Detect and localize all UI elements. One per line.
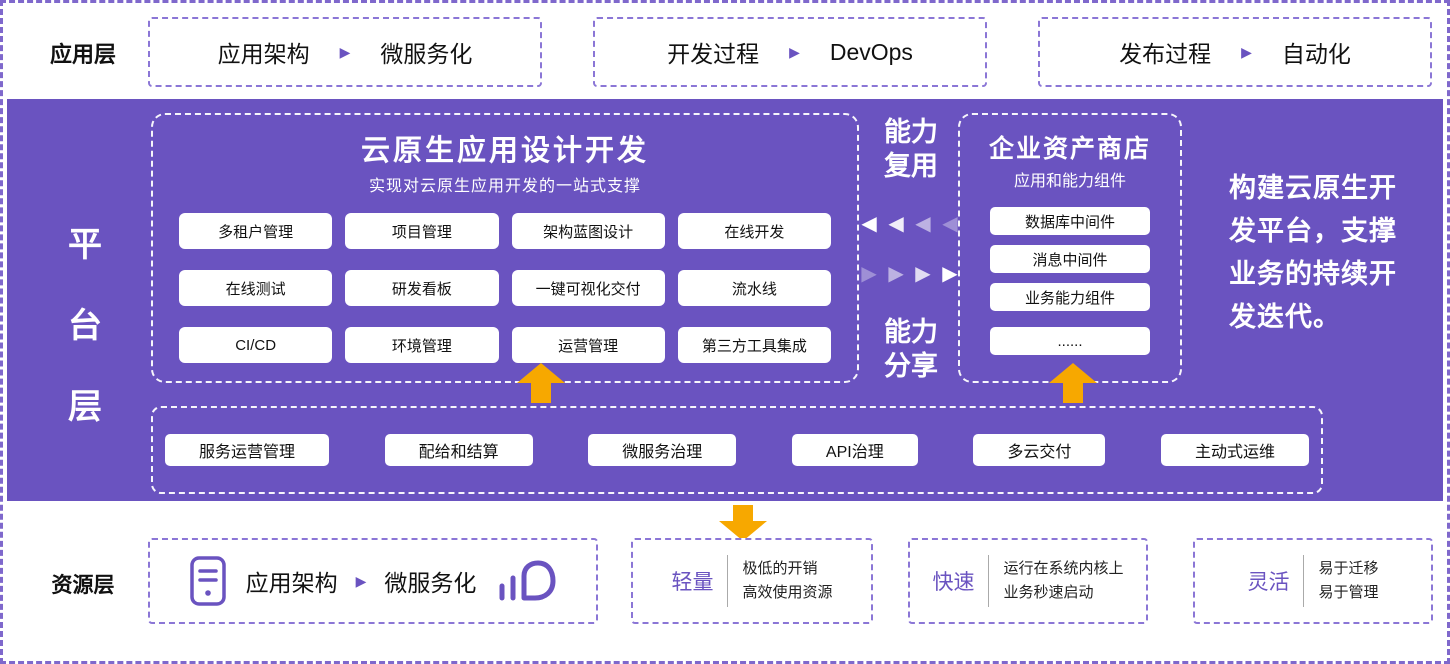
left-arrow-icon: ◀ bbox=[942, 212, 961, 235]
document-icon bbox=[189, 556, 226, 606]
app-box-right-text: DevOps bbox=[829, 38, 913, 65]
capability-cell: 环境管理 bbox=[345, 327, 499, 363]
right-arrow-icon: ▶ bbox=[861, 263, 880, 286]
asset-store-panel: 企业资产商店 应用和能力组件 数据库中间件 消息中间件 业务能力组件 .....… bbox=[958, 113, 1182, 383]
feature-text: 极低的开销 高效使用资源 bbox=[742, 557, 832, 605]
feature-keyword: 轻量 bbox=[671, 571, 714, 594]
platform-services-panel: 服务运营管理 配给和结算 微服务治理 API治理 多云交付 主动式运维 bbox=[151, 406, 1323, 494]
design-dev-panel: 云原生应用设计开发 实现对云原生应用开发的一站式支撑 多租户管理 项目管理 架构… bbox=[151, 113, 859, 383]
left-arrow-icon: ◀ bbox=[888, 212, 907, 235]
capability-reuse-label: 能力 复用 bbox=[884, 115, 938, 183]
share-line1: 能力 bbox=[884, 316, 938, 347]
reuse-line2: 复用 bbox=[884, 151, 938, 181]
feature-line1: 运行在系统内核上 bbox=[1003, 560, 1124, 577]
feature-keyword: 灵活 bbox=[1247, 571, 1290, 594]
capability-cell: 流水线 bbox=[677, 270, 831, 306]
capability-cell: 架构蓝图设计 bbox=[511, 213, 665, 249]
resource-arch-right-text: 微服务化 bbox=[384, 570, 477, 596]
left-arrow-icon: ◀ bbox=[861, 212, 880, 235]
right-arrow-icon: ▶ bbox=[888, 263, 907, 286]
app-box-left-text: 应用架构 bbox=[217, 41, 310, 67]
asset-store-title: 企业资产商店 bbox=[988, 135, 1151, 163]
capability-cell: 在线测试 bbox=[179, 270, 333, 306]
store-item: 数据库中间件 bbox=[990, 207, 1150, 235]
capability-flow-column: 能力 复用 ◀ ◀ ◀ ◀ ▶ ▶ ▶ ▶ 能力 分享 bbox=[861, 115, 960, 383]
platform-label-char: 平 bbox=[68, 226, 102, 264]
service-chip: 主动式运维 bbox=[1160, 434, 1309, 466]
feature-box-flexible: 灵活 易于迁移 易于管理 bbox=[1193, 538, 1433, 624]
app-box-left-text: 开发过程 bbox=[667, 41, 760, 67]
store-item: 业务能力组件 bbox=[990, 283, 1150, 311]
asset-store-subtitle: 应用和能力组件 bbox=[1013, 173, 1126, 190]
feature-line1: 极低的开销 bbox=[742, 560, 818, 577]
feature-line1: 易于迁移 bbox=[1318, 560, 1379, 577]
capability-cell: 运营管理 bbox=[511, 327, 665, 363]
up-arrow-icon bbox=[517, 363, 565, 403]
feature-text: 运行在系统内核上 业务秒速启动 bbox=[1003, 557, 1123, 605]
capability-cell: 多租户管理 bbox=[179, 213, 333, 249]
arrow-right-icon: ▶ bbox=[789, 44, 800, 60]
left-arrow-icon: ◀ bbox=[915, 212, 934, 235]
service-chip: 微服务治理 bbox=[588, 434, 737, 466]
service-chip: 多云交付 bbox=[973, 434, 1106, 466]
store-item-more: ...... bbox=[990, 327, 1150, 355]
capability-cell: 第三方工具集成 bbox=[677, 327, 831, 363]
platform-label-char: 台 bbox=[68, 307, 102, 345]
right-arrow-icon: ▶ bbox=[942, 263, 961, 286]
app-layer-label: 应用层 bbox=[49, 42, 116, 67]
up-arrow-icon bbox=[1049, 363, 1097, 403]
app-box-right-text: 自动化 bbox=[1281, 41, 1351, 67]
platform-description: 构建云原生开发平台，支撑业务的持续开发迭代。 bbox=[1229, 173, 1397, 332]
service-chip: 配给和结算 bbox=[384, 434, 533, 466]
resource-layer-label: 资源层 bbox=[51, 574, 115, 597]
capability-cell: CI/CD bbox=[179, 327, 333, 363]
feature-line2: 高效使用资源 bbox=[742, 584, 833, 601]
design-dev-subtitle: 实现对云原生应用开发的一站式支撑 bbox=[368, 178, 641, 195]
design-dev-grid: 多租户管理 项目管理 架构蓝图设计 在线开发 在线测试 研发看板 一键可视化交付… bbox=[179, 213, 831, 363]
platform-layer-band: 平 台 层 云原生应用设计开发 实现对云原生应用开发的一站式支撑 多租户管理 项… bbox=[7, 99, 1443, 501]
arrow-right-icon: ▶ bbox=[355, 573, 367, 589]
arrows-left-icon: ◀ ◀ ◀ ◀ bbox=[861, 214, 960, 234]
capability-cell: 一键可视化交付 bbox=[511, 270, 665, 306]
platform-label-char: 层 bbox=[68, 388, 102, 426]
app-box-right-text: 微服务化 bbox=[380, 41, 473, 67]
feature-line2: 易于管理 bbox=[1318, 584, 1379, 601]
app-box-architecture: 应用架构 ▶ 微服务化 bbox=[148, 17, 542, 87]
divider bbox=[1303, 555, 1305, 607]
down-arrow-icon bbox=[719, 505, 767, 541]
feature-line2: 业务秒速启动 bbox=[1003, 584, 1094, 601]
store-item: 消息中间件 bbox=[990, 245, 1150, 273]
divider bbox=[988, 555, 990, 607]
service-chip: 服务运营管理 bbox=[165, 434, 330, 466]
feature-keyword: 快速 bbox=[932, 571, 975, 594]
resource-arch-box: 应用架构 ▶ 微服务化 bbox=[148, 538, 598, 624]
app-box-devprocess: 开发过程 ▶ DevOps bbox=[593, 17, 987, 87]
capability-share-label: 能力 分享 bbox=[884, 315, 938, 383]
reuse-line1: 能力 bbox=[884, 117, 938, 147]
capability-cell: 项目管理 bbox=[345, 213, 499, 249]
arrows-right-icon: ▶ ▶ ▶ ▶ bbox=[861, 264, 960, 284]
platform-layer-label: 平 台 层 bbox=[63, 217, 107, 460]
feature-box-lightweight: 轻量 极低的开销 高效使用资源 bbox=[631, 538, 873, 624]
share-line2: 分享 bbox=[884, 350, 938, 381]
design-dev-title: 云原生应用设计开发 bbox=[360, 135, 649, 167]
app-box-left-text: 发布过程 bbox=[1119, 41, 1212, 67]
arrow-right-icon: ▶ bbox=[1241, 44, 1252, 60]
arrow-right-icon: ▶ bbox=[339, 44, 351, 60]
app-box-release: 发布过程 ▶ 自动化 bbox=[1038, 17, 1432, 87]
divider bbox=[727, 555, 729, 607]
resource-arch-left-text: 应用架构 bbox=[245, 570, 338, 596]
feature-box-fast: 快速 运行在系统内核上 业务秒速启动 bbox=[908, 538, 1148, 624]
right-arrow-icon: ▶ bbox=[915, 263, 934, 286]
capability-cell: 研发看板 bbox=[345, 270, 499, 306]
feature-text: 易于迁移 易于管理 bbox=[1318, 557, 1378, 605]
capability-cell: 在线开发 bbox=[677, 213, 831, 249]
microservice-icon bbox=[499, 560, 556, 601]
service-chip: API治理 bbox=[791, 434, 918, 466]
